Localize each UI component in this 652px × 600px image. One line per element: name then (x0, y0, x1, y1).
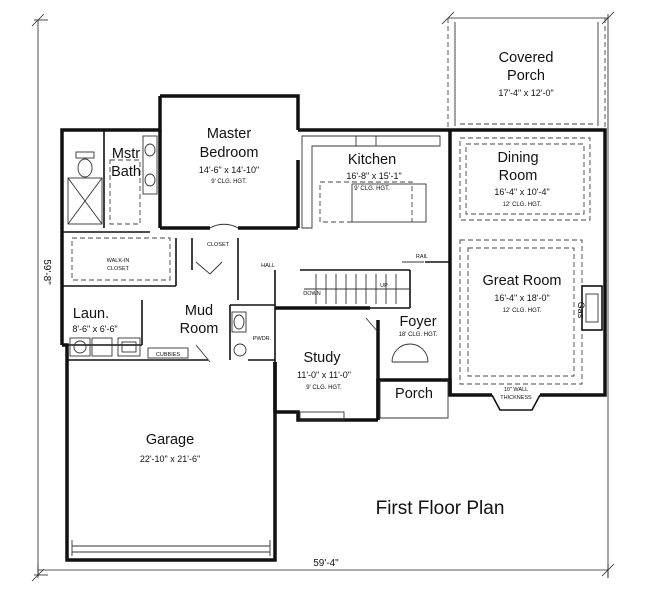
master-bath-name-2: Bath (111, 164, 141, 180)
bay-window (491, 394, 541, 411)
plan-title: First Floor Plan (376, 498, 505, 519)
stairs (304, 261, 424, 304)
stairs-rail-label: RAIL (416, 254, 428, 260)
hall-label: HALL (261, 263, 275, 269)
foyer-doors (365, 317, 429, 363)
foyer-name: Foyer (399, 314, 436, 330)
mud-room-name-2: Room (180, 321, 219, 337)
dining-room-dims: 16'-4" x 10'-4" (494, 187, 549, 197)
kitchen-counters (301, 135, 441, 229)
powder-label: PWDR. (253, 336, 272, 342)
front-porch-outline (379, 380, 449, 419)
dining-room-name-2: Room (499, 168, 538, 184)
washer-dryer-icon (69, 337, 113, 357)
study-ceiling: 9' CLG. HGT. (306, 385, 342, 391)
garage-name: Garage (146, 432, 194, 448)
foyer-ceiling: 18' CLG. HGT. (399, 332, 438, 338)
covered-porch-outline (447, 18, 606, 130)
kitchen-ceiling: 9' CLG. HGT. (354, 186, 390, 192)
fireplace-icon (581, 285, 603, 331)
study-window (299, 411, 345, 421)
toilet-icon (75, 151, 95, 178)
mud-room-name-1: Mud (185, 303, 213, 319)
study-name: Study (303, 350, 341, 366)
great-room-ceiling: 12' CLG. HGT. (503, 308, 542, 314)
dining-room-name-1: Dining (497, 150, 538, 166)
sink-icon (117, 337, 141, 357)
overall-depth-label: 59'-8" (41, 259, 52, 285)
garage-doors (71, 540, 271, 556)
great-room-dims: 16'-4" x 18'-0" (494, 293, 549, 303)
kitchen-name: Kitchen (348, 152, 396, 168)
great-room-name: Great Room (483, 273, 562, 289)
master-bedroom-name-2: Bedroom (200, 145, 259, 161)
powder-fixtures (231, 311, 247, 357)
overall-width-label: 59'-4" (313, 558, 339, 569)
laundry-name: Laun. (73, 306, 109, 322)
covered-porch-name-1: Covered (499, 50, 554, 66)
mud-room-door (195, 344, 211, 363)
walk-in-closet-shelving (71, 237, 171, 281)
cubbies (147, 347, 189, 359)
master-bedroom-ceiling: 9' CLG. HGT. (211, 179, 247, 185)
master-bedroom-dims: 14'-6" x 14'-10" (199, 165, 259, 175)
laundry-dims: 8'-6" x 6'-6" (72, 324, 117, 334)
walk-in-closet-line-2: CLOSET (107, 266, 130, 272)
garage-dims: 22'-10" x 21'-6" (140, 454, 200, 464)
covered-porch-dims: 17'-4" x 12'-0" (498, 88, 553, 98)
wall-note-line-1: 10" WALL (504, 387, 528, 393)
master-bedroom-name-1: Master (207, 126, 251, 142)
closet-label: CLOSET (207, 242, 230, 248)
gas-label: Gas (576, 302, 586, 319)
front-porch-name: Porch (395, 386, 433, 402)
walk-in-closet-line-1: WALK-IN (107, 258, 130, 264)
covered-porch-name-2: Porch (507, 68, 545, 84)
stairs-up-label: UP (380, 283, 388, 289)
cubbies-label: CUBBIES (156, 352, 180, 358)
master-bath-name-1: Mstr (112, 146, 140, 162)
stairs-down-label: DOWN (303, 291, 320, 297)
study-dims: 11'-0" x 11'-0" (297, 370, 351, 380)
dining-ceiling-detail (459, 137, 591, 221)
kitchen-dims: 16'-8" x 15'-1" (346, 171, 401, 181)
dining-room-ceiling: 12' CLG. HGT. (503, 202, 542, 208)
closet-doors (195, 223, 239, 275)
wall-note-line-2: THICKNESS (500, 395, 532, 401)
master-bath-fixtures (67, 135, 158, 225)
interior-walls (62, 130, 452, 420)
